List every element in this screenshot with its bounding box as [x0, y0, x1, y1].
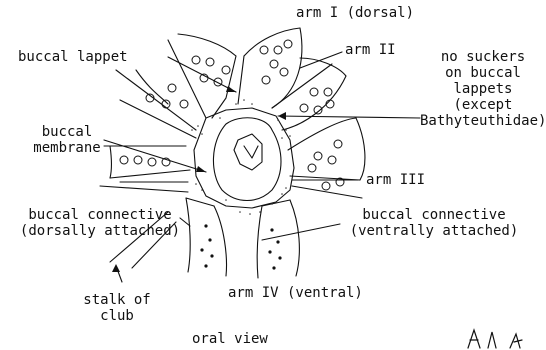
label-stalk-of-club: stalk of club — [72, 292, 162, 324]
label-arm-3: arm III — [366, 172, 425, 188]
buccal-mass — [213, 118, 281, 201]
label-arm-2: arm II — [345, 42, 396, 58]
label-connective-ventral-line-1: buccal connective — [340, 207, 528, 223]
label-connective-ventral-line-2: (ventrally attached) — [340, 223, 528, 239]
leader-arm-2 — [300, 52, 342, 68]
arm-3-lower-right — [292, 180, 362, 198]
suckers — [120, 40, 344, 190]
arm-3-lower-left — [100, 182, 188, 192]
label-no-suckers-line-2: on buccal — [420, 65, 546, 81]
label-no-suckers-line-3: lappets — [420, 81, 546, 97]
leader-connective-ventral — [262, 224, 340, 240]
label-no-suckers-line-4: (except — [420, 97, 546, 113]
label-buccal-membrane-line-1: buccal — [22, 124, 112, 140]
arm-1-left — [168, 34, 236, 118]
label-buccal-membrane-line-2: membrane — [22, 140, 112, 156]
signature-mark — [468, 330, 522, 348]
label-connective-dorsal-line-2: (dorsally attached) — [16, 223, 184, 239]
label-no-suckers-line-5: Bathyteuthidae) — [420, 113, 546, 129]
label-no-suckers: no suckers on buccal lappets (except Bat… — [420, 49, 546, 129]
label-buccal-membrane: buccal membrane — [22, 124, 112, 156]
label-buccal-connective-ventral: buccal connective (ventrally attached) — [340, 207, 528, 239]
label-no-suckers-line-1: no suckers — [420, 49, 546, 65]
arm-4-small-suckers — [200, 224, 281, 269]
label-arm-4-ventral: arm IV (ventral) — [228, 285, 363, 301]
leader-no-suckers — [278, 116, 420, 118]
arm-1-right — [238, 28, 302, 108]
arm-2-right — [272, 58, 346, 130]
arm-4-left — [186, 198, 227, 276]
arm-2-left — [116, 70, 196, 138]
buccal-membrane-outline — [194, 108, 294, 208]
label-connective-dorsal-line-1: buccal connective — [16, 207, 184, 223]
label-stalk-line-2: club — [72, 308, 162, 324]
label-arm-1-dorsal: arm I (dorsal) — [296, 5, 414, 21]
arm-3-left — [104, 146, 190, 178]
label-buccal-lappet: buccal lappet — [18, 49, 128, 65]
leader-buccal-membrane — [104, 140, 206, 172]
label-buccal-connective-dorsal: buccal connective (dorsally attached) — [16, 207, 184, 239]
label-oral-view: oral view — [192, 331, 268, 347]
arm-3-right — [288, 118, 365, 180]
label-stalk-line-1: stalk of — [72, 292, 162, 308]
arm-4-right — [257, 200, 299, 278]
